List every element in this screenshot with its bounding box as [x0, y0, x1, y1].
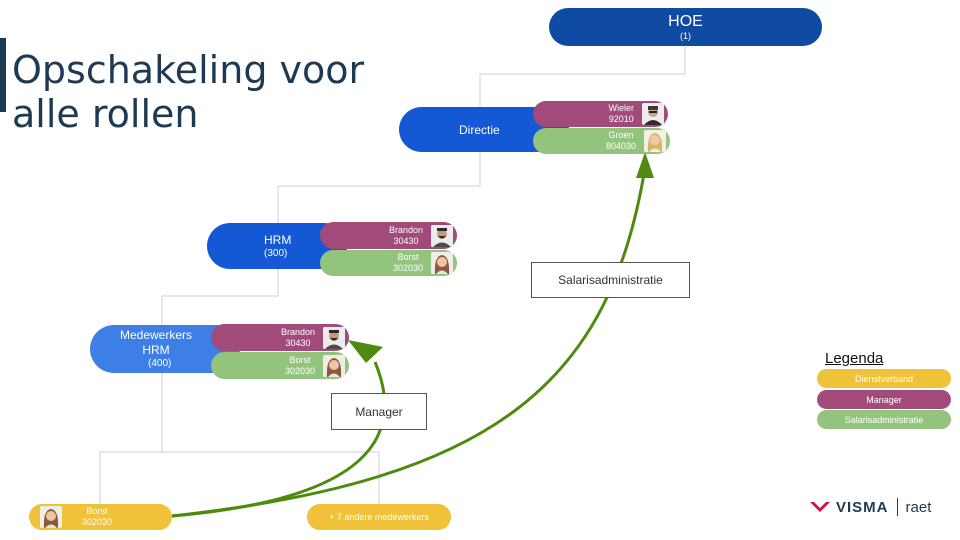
medewerkers-manager-id: 30430	[285, 337, 311, 348]
hrm-manager-name: Brandon	[388, 224, 423, 235]
visma-raet-logo: VISMA raet	[810, 498, 931, 516]
directie-manager[interactable]: Wieler 92010	[533, 101, 668, 127]
arrow-to-manager	[171, 361, 387, 518]
unit-medewerkers-count: (400)	[148, 358, 172, 369]
legend-title: Legenda	[825, 350, 884, 367]
slide-title: Opschakeling voor alle rollen	[12, 48, 365, 136]
directie-manager-name: Wieler	[608, 103, 634, 113]
arrow-head-manager	[348, 340, 383, 363]
medewerkers-salaris-id: 302030	[284, 365, 315, 376]
title-accent-bar	[0, 38, 6, 112]
directie-manager-text: Wieler 92010	[608, 103, 634, 125]
employee-borst[interactable]: Borst 302030	[29, 504, 172, 530]
unit-directie-name: Directie	[459, 122, 500, 137]
hrm-manager-text: Brandon 30430	[389, 225, 423, 247]
manager-annotation: Manager	[331, 393, 427, 430]
hrm-salaris-name: Borst	[397, 252, 419, 262]
unit-medewerkers-name: Medewerkers HRM	[120, 328, 193, 357]
hrm-manager-id: 30430	[393, 235, 419, 246]
other-employees-button[interactable]: + 7 andere medewerkers	[307, 504, 451, 530]
salaris-annotation: Salarisadministratie	[531, 262, 690, 298]
directie-salaris-text: Groen 804030	[606, 130, 636, 152]
medewerkers-salaris[interactable]: Borst 302030	[211, 352, 349, 379]
connector-hrm-medewerkers	[161, 268, 279, 326]
directie-manager-id: 92010	[608, 114, 634, 124]
avatar-female-blonde	[644, 130, 666, 152]
connector-medewerkers-employees	[99, 372, 380, 504]
connector-directie-hrm	[277, 152, 481, 224]
hrm-salaris[interactable]: Borst 302030	[320, 250, 457, 276]
unit-hrm-name: HRM	[264, 232, 292, 247]
avatar-male-beard	[323, 326, 345, 349]
logo-visma-text: VISMA	[836, 498, 889, 516]
employee-borst-text: Borst 302030	[82, 506, 112, 528]
unit-hoe-count: (1)	[680, 30, 691, 41]
directie-salaris[interactable]: Groen 804030	[533, 128, 670, 154]
directie-salaris-id: 804030	[605, 141, 636, 151]
medewerkers-salaris-name: Borst	[289, 354, 311, 365]
medewerkers-manager[interactable]: Brandon 30430	[211, 324, 349, 351]
employee-id: 302030	[82, 517, 113, 527]
hrm-manager[interactable]: Brandon 30430	[320, 222, 457, 249]
legend-manager: Manager	[817, 390, 951, 409]
hrm-salaris-text: Borst 302030	[393, 252, 423, 274]
employee-name: Borst	[86, 506, 108, 516]
legend-salarisadministratie: Salarisadministratie	[817, 410, 951, 429]
avatar-male-glasses	[642, 103, 664, 125]
avatar-female-brown	[40, 506, 62, 528]
visma-chevron-icon	[810, 502, 830, 512]
unit-hoe[interactable]: HOE (1)	[549, 8, 822, 46]
directie-salaris-name: Groen	[608, 130, 634, 140]
avatar-male-beard	[431, 224, 453, 247]
connector-hoe-directie	[479, 46, 686, 107]
arrow-to-salaris	[171, 167, 647, 518]
avatar-female-brown	[323, 354, 345, 377]
avatar-female-brown	[431, 252, 453, 274]
unit-hoe-name: HOE	[668, 12, 703, 30]
medewerkers-salaris-text: Borst 302030	[285, 355, 315, 377]
logo-raet-text: raet	[905, 498, 932, 516]
unit-hrm-count: (300)	[264, 247, 288, 259]
hrm-salaris-id: 302030	[392, 263, 423, 273]
medewerkers-manager-text: Brandon 30430	[281, 327, 315, 349]
legend-dienstverband: Dienstverband	[817, 369, 951, 388]
arrow-head-salaris	[636, 152, 654, 178]
medewerkers-manager-name: Brandon	[280, 326, 315, 337]
logo-divider	[896, 498, 898, 516]
